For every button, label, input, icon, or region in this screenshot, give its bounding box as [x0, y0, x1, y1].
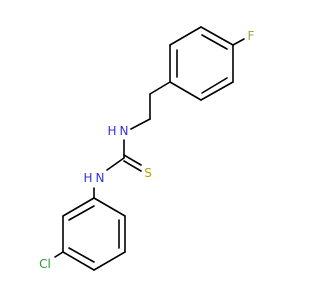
bond — [169, 26, 202, 46]
bond — [93, 197, 126, 217]
bond — [62, 251, 95, 271]
fluorine-label: F — [248, 29, 255, 43]
bond — [123, 160, 142, 172]
thiourea-core — [106, 139, 142, 172]
bond — [232, 38, 245, 46]
chlorine-label: Cl — [39, 257, 51, 271]
bond — [200, 26, 234, 46]
bond — [123, 154, 142, 166]
ethyl-linker — [130, 81, 171, 130]
bond — [201, 34, 228, 50]
bond — [201, 77, 228, 94]
chlorophenyl-ring — [62, 197, 126, 271]
bond — [54, 251, 64, 258]
bond — [106, 157, 125, 171]
bond — [169, 81, 202, 101]
nitrogen-upper-label: N — [120, 124, 129, 138]
bond — [68, 205, 95, 221]
molecule-structure: F N H N H S Cl — [39, 26, 255, 271]
nitrogen-upper-h-label: H — [107, 124, 116, 138]
sulfur-label: S — [144, 166, 152, 180]
bond — [62, 197, 95, 217]
bond — [130, 118, 151, 130]
bond — [93, 251, 126, 271]
bond — [200, 81, 234, 101]
bond — [68, 247, 95, 263]
nitrogen-lower-label: N — [96, 171, 105, 185]
bond — [149, 81, 171, 95]
nitrogen-lower-h-label: H — [83, 171, 92, 185]
fluorophenyl-ring — [169, 26, 234, 101]
